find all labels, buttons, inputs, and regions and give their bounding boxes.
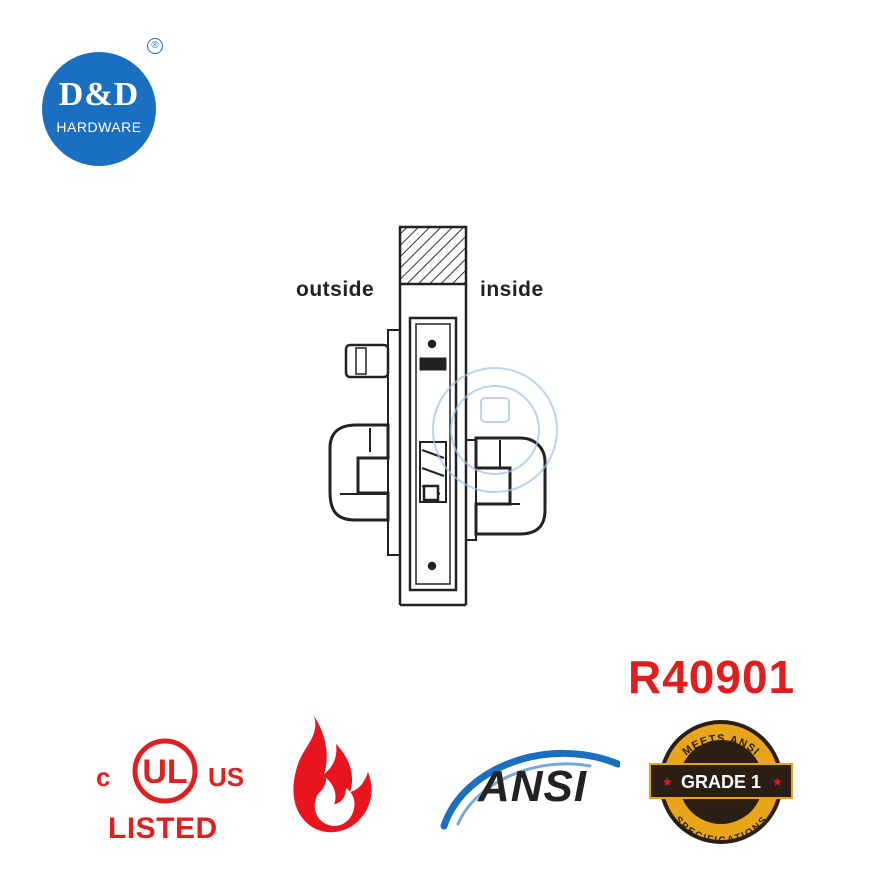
grade1-badge: MEETS ANSI SPECIFICATIONS ★ ★ GRADE 1 [649, 720, 793, 846]
registered-mark: ® [147, 38, 163, 54]
door-section-hatch [398, 225, 468, 286]
svg-text:★: ★ [772, 775, 783, 789]
flame-icon [293, 716, 372, 833]
watermark-stamp [432, 367, 558, 493]
svg-text:★: ★ [662, 775, 673, 789]
faceplate [408, 316, 458, 592]
outside-label: outside [296, 278, 375, 301]
ansi-text: ANSI [478, 762, 588, 811]
ul-mark-icon: UL [132, 738, 198, 804]
model-number: R40901 [628, 651, 796, 703]
ul-listed-text: LISTED [108, 812, 218, 845]
inside-label: inside [480, 278, 544, 301]
logo-subtitle-text: HARDWARE [56, 119, 142, 135]
svg-text:UL: UL [142, 753, 187, 791]
brand-logo: D&D HARDWARE [42, 52, 156, 166]
ul-us-text: US [208, 762, 245, 792]
logo-brand-text: D&D [58, 76, 140, 113]
ansi-swoosh-icon [440, 749, 620, 830]
ul-c-text: c [96, 762, 111, 792]
svg-text:GRADE 1: GRADE 1 [681, 772, 761, 792]
